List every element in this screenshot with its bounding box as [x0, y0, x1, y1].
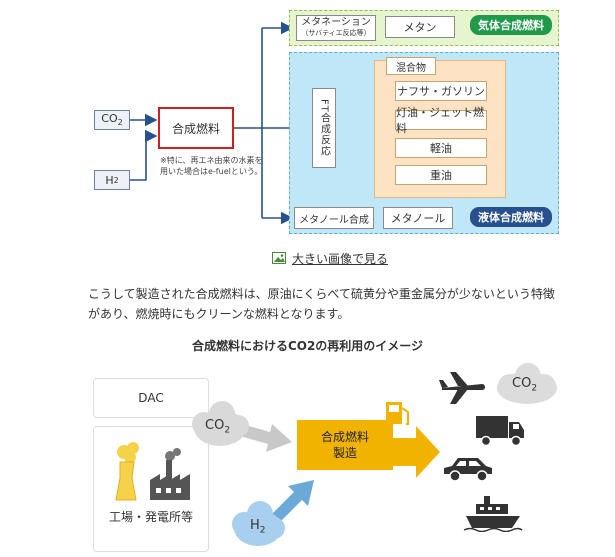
- fuel-item-label: ナフサ・ガソリン: [397, 85, 485, 98]
- synthetic-fuel-label: 合成燃料: [171, 121, 220, 136]
- car-icon: [444, 458, 492, 482]
- ft-reaction-label: FT合成反応: [318, 99, 330, 157]
- bottom-diagram: DAC 工場・発電所等 CO2 H2: [0, 360, 615, 557]
- fuel-item-diesel: 軽油: [395, 138, 487, 158]
- e-fuel-note: ※特に、再エネ由来の水素を 用いた場合はe-fuelという。: [160, 155, 270, 177]
- methanol-synthesis-label: メタノール合成: [299, 214, 369, 226]
- co2-right-cloud: [497, 363, 557, 404]
- liquid-fuel-label: 液体合成燃料: [470, 207, 552, 227]
- fuel-item-label: 灯油・ジェット燃料: [396, 106, 484, 135]
- fuel-item-heavy-oil: 重油: [395, 165, 487, 185]
- view-larger-link[interactable]: 大きい画像で見る: [272, 250, 388, 266]
- e-fuel-note-line1: ※特に、再エネ由来の水素を: [160, 156, 263, 165]
- gas-fuel-text: 気体合成燃料: [478, 19, 544, 32]
- co2-cloud-label: CO: [205, 418, 225, 433]
- image-icon: [272, 252, 286, 264]
- production-line2: 製造: [332, 446, 357, 460]
- h2-text: H: [105, 173, 114, 187]
- bottom-diagram-title: 合成燃料におけるCO2の再利用のイメージ: [191, 339, 424, 353]
- methane-label: メタン: [403, 21, 437, 34]
- fuel-item-label: 重油: [430, 169, 452, 182]
- methanation-sublabel: （サバティエ反応等）: [301, 29, 371, 37]
- co2-subscript: 2: [117, 118, 123, 128]
- truck-icon: [476, 416, 524, 447]
- fuel-item-naphtha: ナフサ・ガソリン: [395, 81, 487, 101]
- co2-right-text: CO2: [512, 376, 537, 394]
- gas-fuel-label: 気体合成燃料: [470, 15, 552, 35]
- dac-label: DAC: [138, 391, 164, 405]
- description-paragraph: こうして製造された合成燃料は、原油にくらべて硫黄分や重金属分が少ないという特徴が…: [88, 287, 555, 321]
- mixture-label: 混合物: [396, 62, 426, 74]
- h2-subscript: 2: [113, 175, 119, 185]
- h2-cloud-text: H2: [250, 518, 266, 536]
- methanol-box: メタノール: [383, 207, 453, 229]
- ship-icon: [463, 496, 523, 532]
- factory-label: 工場・発電所等: [108, 510, 193, 524]
- h2-cloud-label: H: [250, 518, 260, 533]
- co2-text: CO2: [101, 112, 123, 128]
- liquid-fuel-text: 液体合成燃料: [478, 211, 544, 224]
- production-line1: 合成燃料: [320, 430, 369, 444]
- co2-cloud-arrow: [192, 401, 292, 452]
- mixture-tag: 混合物: [386, 57, 436, 75]
- production-arrow: [386, 402, 440, 478]
- h2-cloud-subscript: 2: [259, 525, 266, 536]
- methanation-box: メタネーション （サバティエ反応等）: [296, 15, 376, 41]
- co2-right-label: CO: [512, 376, 532, 391]
- factory-icon: [115, 442, 190, 501]
- fuel-item-label: 軽油: [430, 142, 452, 155]
- methane-box: メタン: [385, 16, 455, 38]
- e-fuel-note-line2: 用いた場合はe-fuelという。: [160, 167, 263, 176]
- view-larger-text[interactable]: 大きい画像で見る: [292, 251, 389, 266]
- co2-input-box: CO2: [94, 110, 130, 130]
- airplane-icon: [439, 372, 485, 404]
- co2-cloud-subscript: 2: [224, 425, 231, 436]
- co2-right-subscript: 2: [531, 383, 538, 394]
- ft-reaction-box: FT合成反応: [312, 88, 336, 168]
- fuel-item-kerosene: 灯油・ジェット燃料: [395, 106, 487, 135]
- dac-box: DAC: [93, 378, 209, 418]
- methanol-synthesis-box: メタノール合成: [294, 207, 374, 229]
- methanol-label: メタノール: [390, 212, 446, 225]
- connector-lines: [130, 21, 385, 225]
- methanation-label: メタネーション: [301, 17, 371, 28]
- production-box: 合成燃料 製造: [297, 420, 393, 470]
- synthetic-fuel-box: 合成燃料: [158, 107, 234, 149]
- co2-cloud-text: CO2: [205, 418, 230, 436]
- h2-cloud-arrow: [232, 480, 314, 546]
